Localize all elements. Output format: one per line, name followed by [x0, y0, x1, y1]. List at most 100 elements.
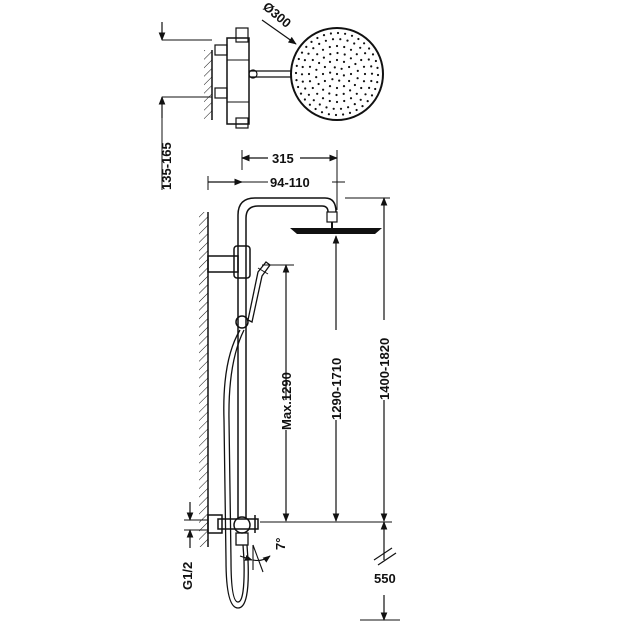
top-wall-hatch — [204, 50, 212, 120]
nozzle-dot — [303, 59, 306, 62]
nozzle-dot — [367, 58, 370, 61]
top-mixer-body — [214, 27, 250, 129]
nozzle-dot — [308, 103, 311, 106]
nozzle-dot — [370, 65, 373, 68]
nozzle-dot — [343, 99, 346, 103]
nozzle-dot — [304, 87, 307, 90]
nozzle-dot — [344, 32, 347, 35]
arm-reach-label: 315 — [272, 151, 294, 166]
nozzle-dot — [311, 58, 314, 62]
nozzle-dot — [312, 47, 315, 50]
nozzle-dot — [316, 92, 319, 95]
nozzle-dot — [348, 111, 352, 114]
nozzle-dot — [350, 34, 354, 37]
head-height-dimension: 1290-1710 — [329, 235, 344, 522]
top-shower-arm — [248, 69, 292, 79]
nozzle-dot — [300, 51, 304, 54]
nozzle-dot — [370, 94, 374, 97]
hand-shower — [235, 261, 271, 329]
nozzle-dot — [339, 38, 342, 41]
nozzle-dot — [353, 42, 356, 45]
nozzle-dot — [374, 59, 377, 63]
nozzle-dot — [360, 58, 363, 62]
nozzle-dot — [335, 100, 339, 104]
nozzle-dot — [368, 47, 371, 50]
nozzle-dot — [329, 32, 332, 35]
nozzle-dot — [297, 85, 300, 89]
wall-bracket — [207, 245, 251, 279]
nozzle-dot — [324, 39, 327, 42]
nozzle-dot — [335, 86, 339, 90]
nozzle-dot — [329, 71, 332, 74]
side-shower-head — [290, 222, 382, 234]
nozzle-dot — [371, 53, 375, 56]
side-view: 315 94-110 — [180, 150, 400, 621]
nozzle-dot — [340, 67, 343, 70]
nozzle-dot — [318, 42, 321, 46]
nozzle-dot — [331, 78, 334, 81]
nozzle-dot — [349, 48, 353, 51]
nozzle-dot — [316, 36, 319, 40]
nozzle-dot — [323, 65, 326, 69]
nozzle-dot — [376, 81, 379, 84]
handshower-max-label: Max.1290 — [279, 372, 294, 430]
nozzle-dot — [328, 60, 332, 64]
nozzle-dot — [363, 42, 366, 45]
nozzle-dot — [295, 64, 298, 67]
nozzle-dot — [321, 72, 325, 76]
nozzle-dot — [317, 82, 320, 86]
nozzle-dot — [349, 72, 353, 76]
head-height-label: 1290-1710 — [329, 358, 344, 420]
nozzle-dot — [294, 71, 298, 75]
nozzle-dot — [318, 61, 321, 65]
nozzle-dot — [307, 72, 311, 76]
nozzle-dot — [363, 72, 367, 76]
nozzle-dot — [307, 52, 310, 55]
nozzle-dot — [335, 44, 339, 48]
wall-spacing-label: 135-165 — [159, 142, 174, 190]
nozzle-dot — [311, 86, 314, 90]
nozzle-dot — [368, 86, 371, 89]
nozzle-dot — [321, 48, 325, 51]
nozzle-dot — [339, 107, 343, 110]
nozzle-dot — [364, 52, 367, 55]
nozzle-dot — [308, 80, 312, 83]
nozzle-dot — [364, 93, 367, 96]
nozzle-dot — [342, 92, 345, 95]
nozzle-dot — [360, 86, 363, 90]
nozzle-dot — [328, 85, 332, 88]
wall-offset-label: 94-110 — [270, 175, 310, 190]
nozzle-dot — [355, 92, 358, 95]
bottom-mixer — [207, 514, 259, 546]
nozzle-dot — [323, 79, 326, 83]
nozzle-dot — [322, 56, 325, 59]
nozzle-dot — [335, 58, 339, 62]
nozzle-dot — [329, 53, 332, 56]
nozzle-dot — [332, 107, 335, 110]
nozzle-dot — [353, 103, 356, 106]
head-diameter-label: Ø300 — [260, 0, 294, 31]
nozzle-dot — [334, 113, 338, 117]
nozzle-dot — [359, 98, 362, 101]
nozzle-dot — [359, 46, 362, 49]
floor-height-dimension: 550 — [360, 521, 400, 621]
nozzle-dot — [316, 53, 319, 56]
nozzle-dot — [310, 40, 313, 44]
nozzle-dot — [343, 53, 346, 56]
nozzle-dot — [300, 73, 304, 76]
floor-height-label: 550 — [374, 571, 396, 586]
nozzle-dot — [328, 45, 331, 49]
nozzle-dot — [333, 66, 336, 69]
nozzle-dot — [325, 106, 328, 109]
nozzle-dot — [307, 93, 310, 96]
nozzle-dot — [299, 92, 303, 95]
nozzle-dot — [308, 65, 312, 68]
nozzle-dot — [335, 93, 338, 97]
nozzle-dot — [376, 73, 380, 77]
tilt-angle-dimension: 7° — [239, 538, 288, 573]
nozzle-dot — [355, 108, 358, 112]
nozzle-dot — [361, 105, 364, 108]
nozzle-dot — [322, 88, 325, 91]
nozzle-dot — [347, 106, 350, 109]
nozzle-dot — [348, 79, 351, 83]
